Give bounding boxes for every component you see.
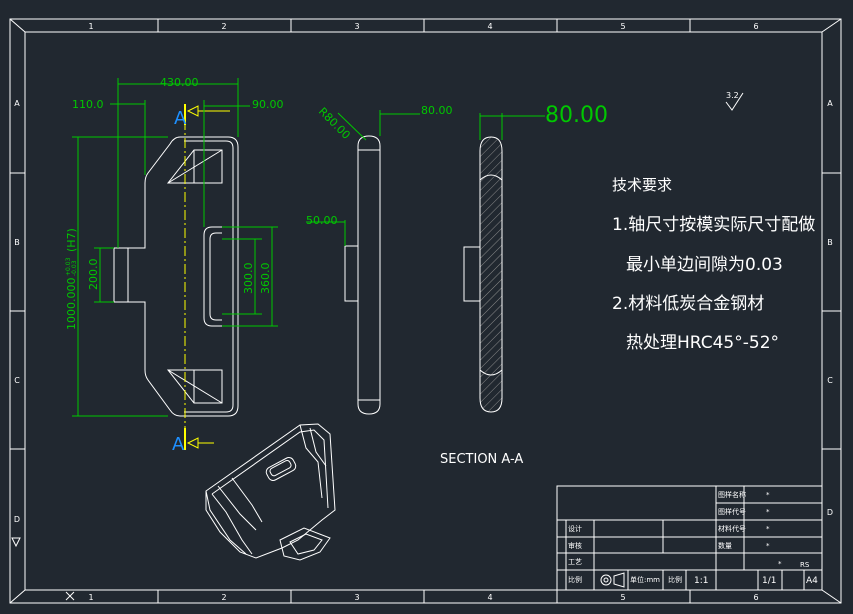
dim-110: 110.0	[72, 98, 104, 111]
title-block-border	[556, 485, 823, 591]
side-dimensions	[306, 110, 420, 246]
front-view-outline	[127, 136, 239, 417]
tb-star-1: *	[766, 491, 770, 499]
zone-top-4: 4	[487, 22, 492, 31]
zone-left-d: D	[14, 515, 20, 524]
dim-90: 90.00	[252, 98, 284, 111]
front-view	[113, 136, 239, 417]
tb-star-4: *	[766, 542, 770, 550]
front-slot-inner	[209, 232, 222, 321]
dim-1000: 1000.000	[65, 278, 78, 331]
tb-l1-label: 设计	[568, 524, 582, 533]
center-mark	[11, 537, 21, 548]
zone-bottom-4: 4	[487, 593, 492, 602]
front-view-inner-edge	[184, 140, 234, 413]
dim-r80: R80.00	[316, 105, 353, 142]
dim-360: 360.0	[259, 263, 272, 295]
section-view	[463, 136, 503, 413]
isometric-view	[205, 423, 336, 561]
zone-right-d: D	[827, 508, 833, 517]
dim-80-section: 80.00	[545, 103, 608, 128]
section-dimensions	[479, 113, 545, 140]
iso-slot	[265, 457, 297, 481]
zone-left-a: A	[14, 99, 20, 108]
tb-star-2: *	[766, 508, 770, 516]
notes-line-2: 最小单边间隙为0.03	[626, 255, 783, 275]
tb-unit-label: 单位:mm	[630, 575, 660, 584]
tb-r3-label: 材料代号	[718, 524, 746, 533]
tb-star-3: *	[766, 525, 770, 533]
technical-notes: 技术要求 1.轴尺寸按模实际尺寸配做 最小单边间隙为0.03 2.材料低炭合金钢…	[612, 176, 815, 353]
section-cut-markers	[184, 104, 230, 450]
zone-right-b: B	[827, 238, 833, 247]
zone-bottom-1: 1	[88, 593, 93, 602]
zone-bottom-6: 6	[753, 593, 758, 602]
dim-h7: (H7)	[65, 228, 78, 252]
tb-rs-tag: RS	[800, 561, 810, 569]
title-block	[556, 485, 823, 591]
roughness-value: 3.2	[726, 91, 739, 100]
section-label: SECTION A-A	[440, 452, 523, 467]
dim-200: 200.0	[87, 259, 100, 291]
zone-left-c: C	[14, 376, 20, 385]
projection-symbol	[600, 574, 612, 586]
section-mark-bottom: A	[172, 434, 185, 455]
drawing-frame	[9, 18, 842, 604]
dim-50: 50.00	[306, 214, 338, 227]
tb-paper-size: A4	[806, 576, 818, 586]
zone-top-6: 6	[753, 22, 758, 31]
dim-tol-lower: -0.03	[71, 260, 78, 276]
tb-scale-value: 1:1	[694, 576, 708, 586]
iso-top-edge	[211, 429, 329, 509]
roughness-symbol: 3.2	[725, 91, 744, 111]
section-hatched-body	[479, 136, 503, 413]
tb-star-5: *	[778, 560, 782, 568]
zone-top-1: 1	[88, 22, 93, 31]
zone-right-a: A	[827, 99, 833, 108]
upper-pocket	[166, 149, 223, 184]
zone-bottom-3: 3	[354, 593, 359, 602]
zone-top-5: 5	[620, 22, 625, 31]
notes-heading: 技术要求	[612, 176, 672, 194]
side-view	[344, 135, 381, 415]
dim-80-side: 80.00	[421, 104, 453, 117]
zone-bottom-2: 2	[221, 593, 226, 602]
side-boss	[344, 245, 359, 302]
notes-line-1: 1.轴尺寸按模实际尺寸配做	[612, 215, 815, 235]
tb-r2-label: 图样代号	[718, 507, 746, 516]
front-dimensions	[72, 78, 278, 417]
zone-top-3: 3	[354, 22, 359, 31]
lower-pocket	[166, 369, 223, 404]
section-boss	[463, 246, 481, 302]
zone-right-c: C	[827, 376, 833, 385]
tb-r1-label: 图样名称	[718, 490, 746, 499]
side-view-outline	[357, 135, 381, 415]
dim-tol-upper: +0.03	[65, 257, 72, 276]
front-slot	[203, 226, 222, 327]
zone-bottom-5: 5	[620, 593, 625, 602]
dim-300: 300.0	[242, 263, 255, 295]
dim-430: 430.00	[160, 76, 199, 89]
zone-labels: 1 2 3 4 5 6 1 2 3 4 5 6 A B C D A B C D	[14, 22, 833, 602]
zone-left-b: B	[14, 238, 20, 247]
tb-r4-label: 数量	[718, 541, 732, 550]
notes-line-3: 2.材料低炭合金钢材	[612, 294, 764, 314]
zone-top-2: 2	[221, 22, 226, 31]
section-mark-top: A	[174, 108, 187, 129]
tb-ratio-label: 比例	[668, 575, 682, 584]
tb-l3-label: 工艺	[568, 558, 582, 566]
iso-boss	[279, 527, 331, 561]
tb-l2-label: 审核	[568, 541, 582, 550]
tb-l4-label: 比例	[568, 575, 582, 584]
notes-line-4: 热处理HRC45°-52°	[626, 333, 779, 353]
tb-sheet-value: 1/1	[762, 576, 776, 586]
